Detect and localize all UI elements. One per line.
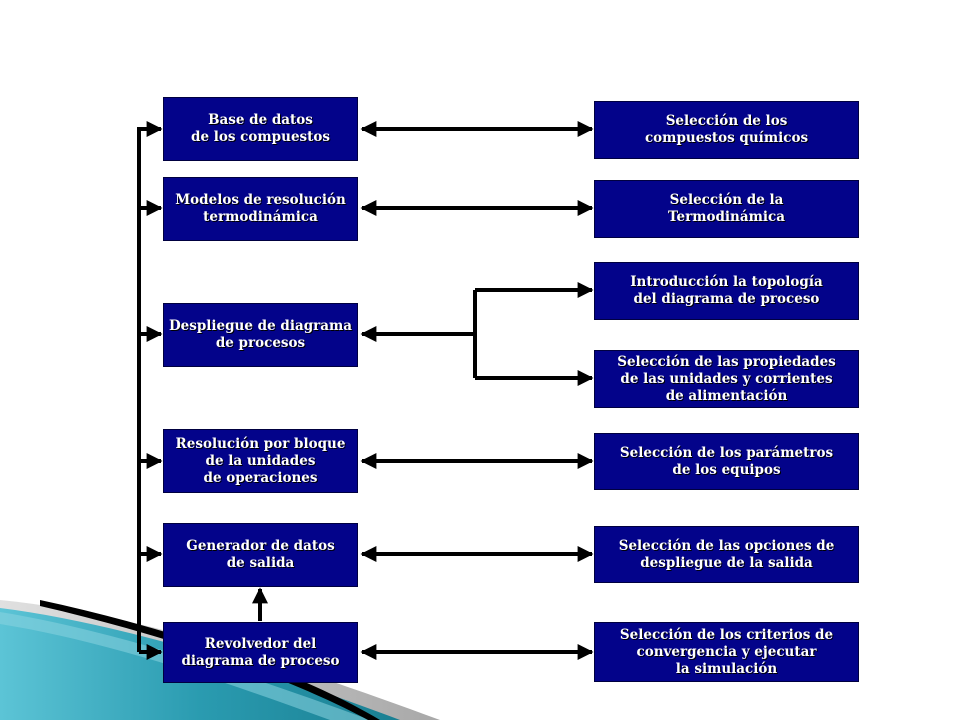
box-base-datos: Base de datos de los compuestos [163, 97, 358, 161]
box-seleccion-propiedades: Selección de las propiedades de las unid… [594, 350, 859, 408]
box-seleccion-termodinamica: Selección de la Termodinámica [594, 180, 859, 238]
box-resolucion-bloque: Resolución por bloque de la unidades de … [163, 429, 358, 493]
box-introduccion-topologia: Introducción la topología del diagrama d… [594, 262, 859, 320]
box-seleccion-parametros: Selección de los parámetros de los equip… [594, 433, 859, 490]
box-seleccion-opciones: Selección de las opciones de despliegue … [594, 526, 859, 583]
box-generador-datos: Generador de datos de salida [163, 523, 358, 587]
box-seleccion-criterios: Selección de los criterios de convergenc… [594, 622, 859, 682]
box-revolvedor: Revolvedor del diagrama de proceso [163, 622, 358, 683]
box-despliegue-diagrama: Despliegue de diagrama de procesos [163, 303, 358, 367]
box-seleccion-compuestos: Selección de los compuestos químicos [594, 101, 859, 159]
box-modelos-resolucion: Modelos de resolución termodinámica [163, 177, 358, 241]
